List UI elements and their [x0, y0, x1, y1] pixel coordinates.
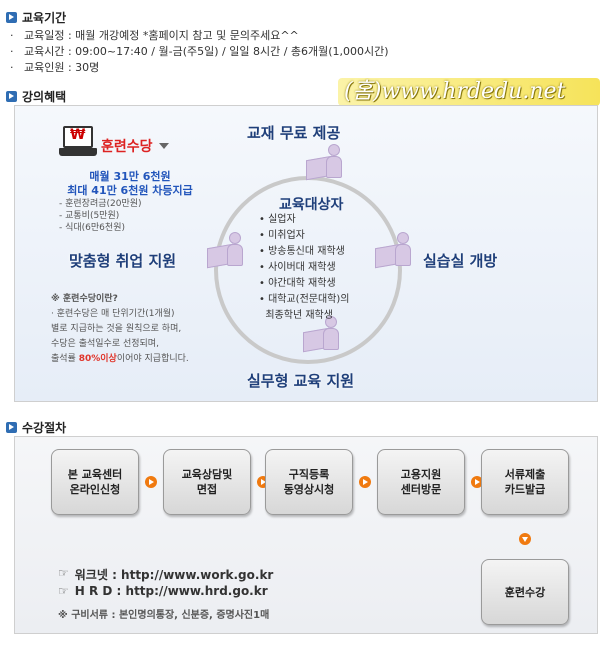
list-item: - 훈련장려금(20만원) — [59, 199, 142, 209]
person-computer-icon — [297, 316, 347, 356]
step-employment-center: 고용지원 센터방문 — [377, 449, 465, 515]
list-item: • 실업자 — [259, 214, 296, 225]
list-item: - 교통비(5만원) — [59, 211, 120, 221]
allowance-title: 훈련수당 — [101, 136, 169, 156]
bullet-arrow-icon — [6, 91, 17, 102]
arrow-right-icon — [471, 476, 483, 488]
list-item: • 대학교(전문대학)의 — [259, 294, 350, 305]
allowance-amount: 매월 31만 6천원 최대 41만 6천원 차등지급 — [67, 170, 193, 197]
list-item: • 방송통신대 재학생 — [259, 246, 345, 257]
period-capacity: ·교육인원 : 30명 — [10, 61, 100, 74]
person-computer-icon — [201, 232, 251, 272]
hrd-link[interactable]: ☞ H R D : http://www.hrd.go.kr — [58, 584, 268, 598]
section-title-period: 교육기간 — [6, 9, 66, 26]
pointing-hand-icon: ☞ — [58, 566, 69, 580]
section-title-procedure: 수강절차 — [6, 419, 66, 436]
list-item: • 미취업자 — [259, 230, 305, 241]
arrow-right-icon — [145, 476, 157, 488]
list-item: • 사이버대 재학생 — [259, 262, 336, 273]
step-training-attend: 훈련수강 — [481, 559, 569, 625]
pointing-hand-icon: ☞ — [58, 584, 69, 598]
procedure-panel: 본 교육센터 온라인신청 교육상담및 면접 구직등록 동영상시청 고용지원 센터… — [14, 436, 598, 634]
step-document-card: 서류제출 카드발급 — [481, 449, 569, 515]
arrow-right-icon — [359, 476, 371, 488]
required-docs: ※ 구비서류 : 본인명의통장, 신분증, 증명사진1매 — [58, 610, 270, 621]
step-job-register: 구직등록 동영상시청 — [265, 449, 353, 515]
allowance-note: ※ 훈련수당이란? · 훈련수당은 매 단위기간(1개월) 별로 지급하는 것을… — [51, 294, 189, 364]
benefit-job-support: 맞춤형 취업 지원 — [69, 252, 177, 270]
triangle-down-icon — [158, 143, 169, 149]
list-item: 최종학년 재학생 — [265, 310, 333, 321]
list-item: - 식대(6만6천원) — [59, 223, 125, 233]
target-title: 교육대상자 — [279, 197, 344, 213]
benefit-free-textbook: 교재 무료 제공 — [247, 124, 341, 142]
period-hours: ·교육시간 : 09:00~17:40 / 월-금(주5일) / 일일 8시간 … — [10, 45, 389, 58]
benefit-panel: 교재 무료 제공 맞춤형 취업 지원 실습실 개방 실무형 교육 지원 교육대상… — [14, 105, 598, 402]
site-watermark: (홈)www.hrdedu.net — [338, 78, 600, 106]
section-title-benefit: 강의혜택 — [6, 88, 66, 105]
bullet-arrow-icon — [6, 12, 17, 23]
list-item: • 야간대학 재학생 — [259, 278, 336, 289]
person-computer-icon — [300, 144, 350, 184]
worknet-link[interactable]: ☞ 워크넷 : http://www.work.go.kr — [58, 566, 274, 582]
benefit-practical-education: 실무형 교육 지원 — [247, 372, 355, 390]
allowance-items: - 훈련장려금(20만원) - 교통비(5만원) - 식대(6만6천원) — [59, 198, 142, 234]
target-list: • 실업자 • 미취업자 • 방송통신대 재학생 • 사이버대 재학생 • 야간… — [259, 212, 349, 324]
laptop-won-icon — [59, 126, 97, 160]
step-consult-interview: 교육상담및 면접 — [163, 449, 251, 515]
arrow-down-icon — [519, 533, 531, 545]
benefit-lab-open: 실습실 개방 — [423, 252, 498, 270]
step-online-apply: 본 교육센터 온라인신청 — [51, 449, 139, 515]
period-schedule: ·교육일정 : 매월 개강예정 *홈페이지 참고 및 문의주세요^^ — [10, 29, 299, 42]
attendance-highlight: 80%이상 — [78, 354, 117, 364]
bullet-arrow-icon — [6, 422, 17, 433]
person-computer-icon — [369, 232, 419, 272]
